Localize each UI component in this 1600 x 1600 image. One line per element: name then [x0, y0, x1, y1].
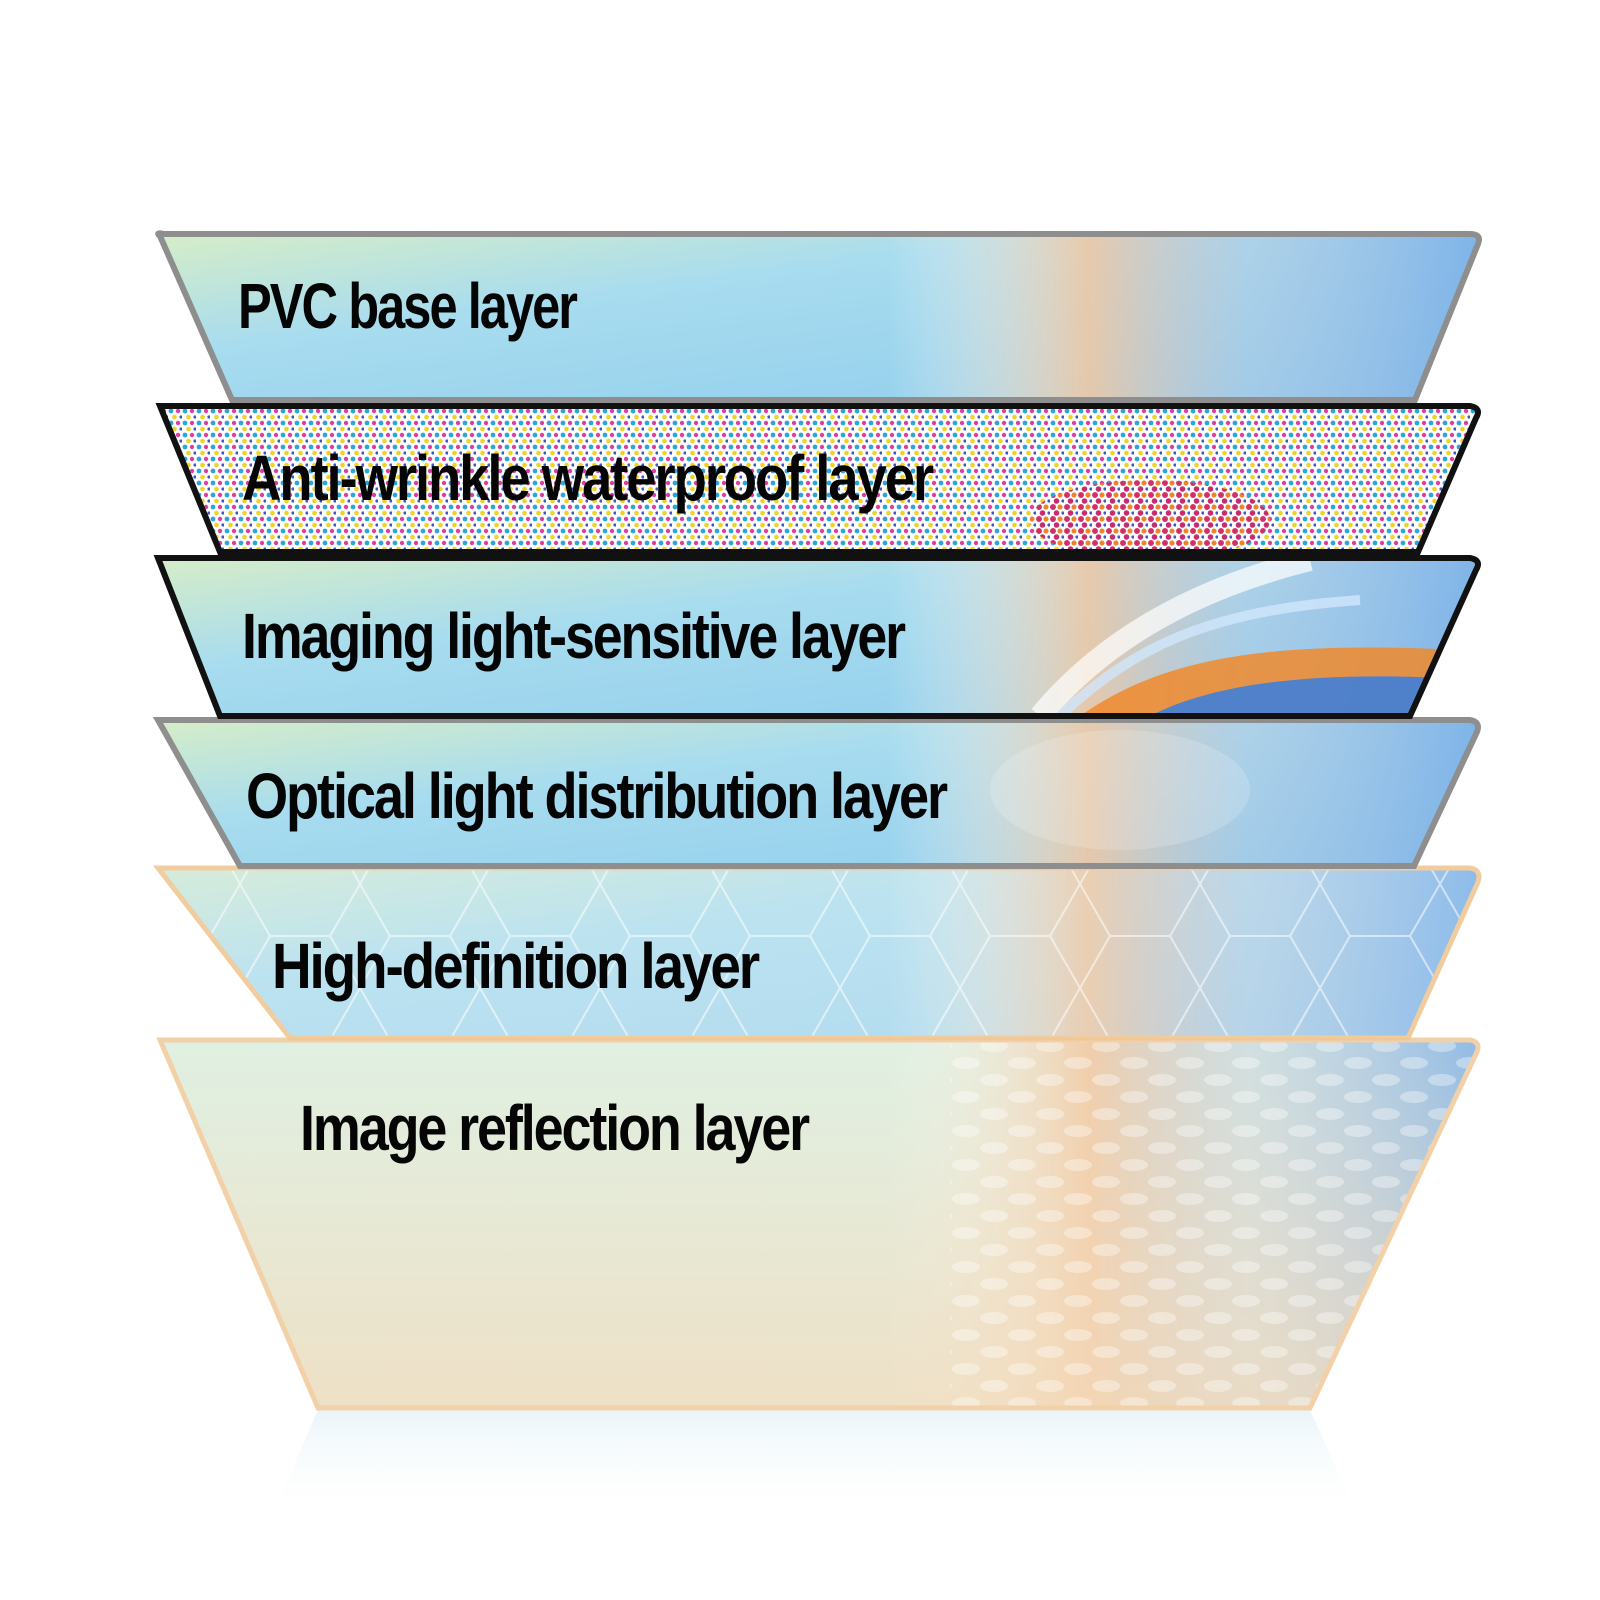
label-anti-wrinkle-waterproof: Anti-wrinkle waterproof layer	[242, 442, 933, 514]
label-image-reflection: Image reflection layer	[300, 1092, 809, 1164]
floor-reflection	[270, 1410, 1360, 1520]
layer-high-definition	[152, 865, 1482, 1041]
label-optical-light-distribution: Optical light distribution layer	[246, 760, 947, 832]
label-pvc-base: PVC base layer	[238, 270, 577, 342]
layer-image-reflection	[156, 1037, 1481, 1411]
layer-pvc-base	[155, 230, 1482, 403]
layer-imaging-light-sensitive	[153, 555, 1481, 719]
layer-anti-wrinkle-waterproof	[155, 403, 1481, 555]
label-imaging-light-sensitive: Imaging light-sensitive layer	[242, 600, 905, 672]
label-high-definition: High-definition layer	[272, 930, 759, 1002]
layer-optical-light-distribution	[152, 717, 1481, 869]
